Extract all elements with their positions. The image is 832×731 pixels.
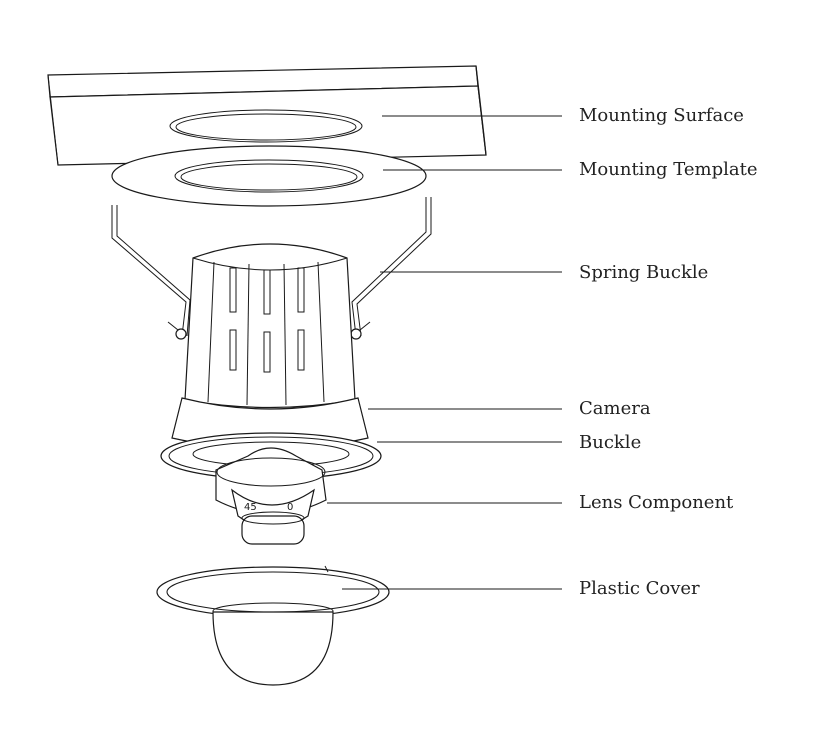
lens-mark-right: 0: [287, 502, 293, 513]
label-mounting-surface: Mounting Surface: [579, 105, 744, 126]
label-lens-component: Lens Component: [579, 492, 734, 513]
mounting-template-part: [111, 145, 427, 207]
spring-buckle-part: [111, 197, 432, 340]
label-mounting-template: Mounting Template: [579, 159, 758, 180]
label-plastic-cover: Plastic Cover: [579, 578, 700, 599]
camera-body-part: [171, 243, 369, 450]
label-camera: Camera: [579, 398, 651, 419]
plastic-cover-part: [156, 565, 390, 686]
lens-mark-left: 45: [244, 502, 257, 513]
label-spring-buckle: Spring Buckle: [579, 262, 709, 283]
label-buckle: Buckle: [579, 432, 642, 453]
mounting-surface-part: [47, 65, 487, 166]
lens-component-part: 45 0: [215, 447, 327, 545]
